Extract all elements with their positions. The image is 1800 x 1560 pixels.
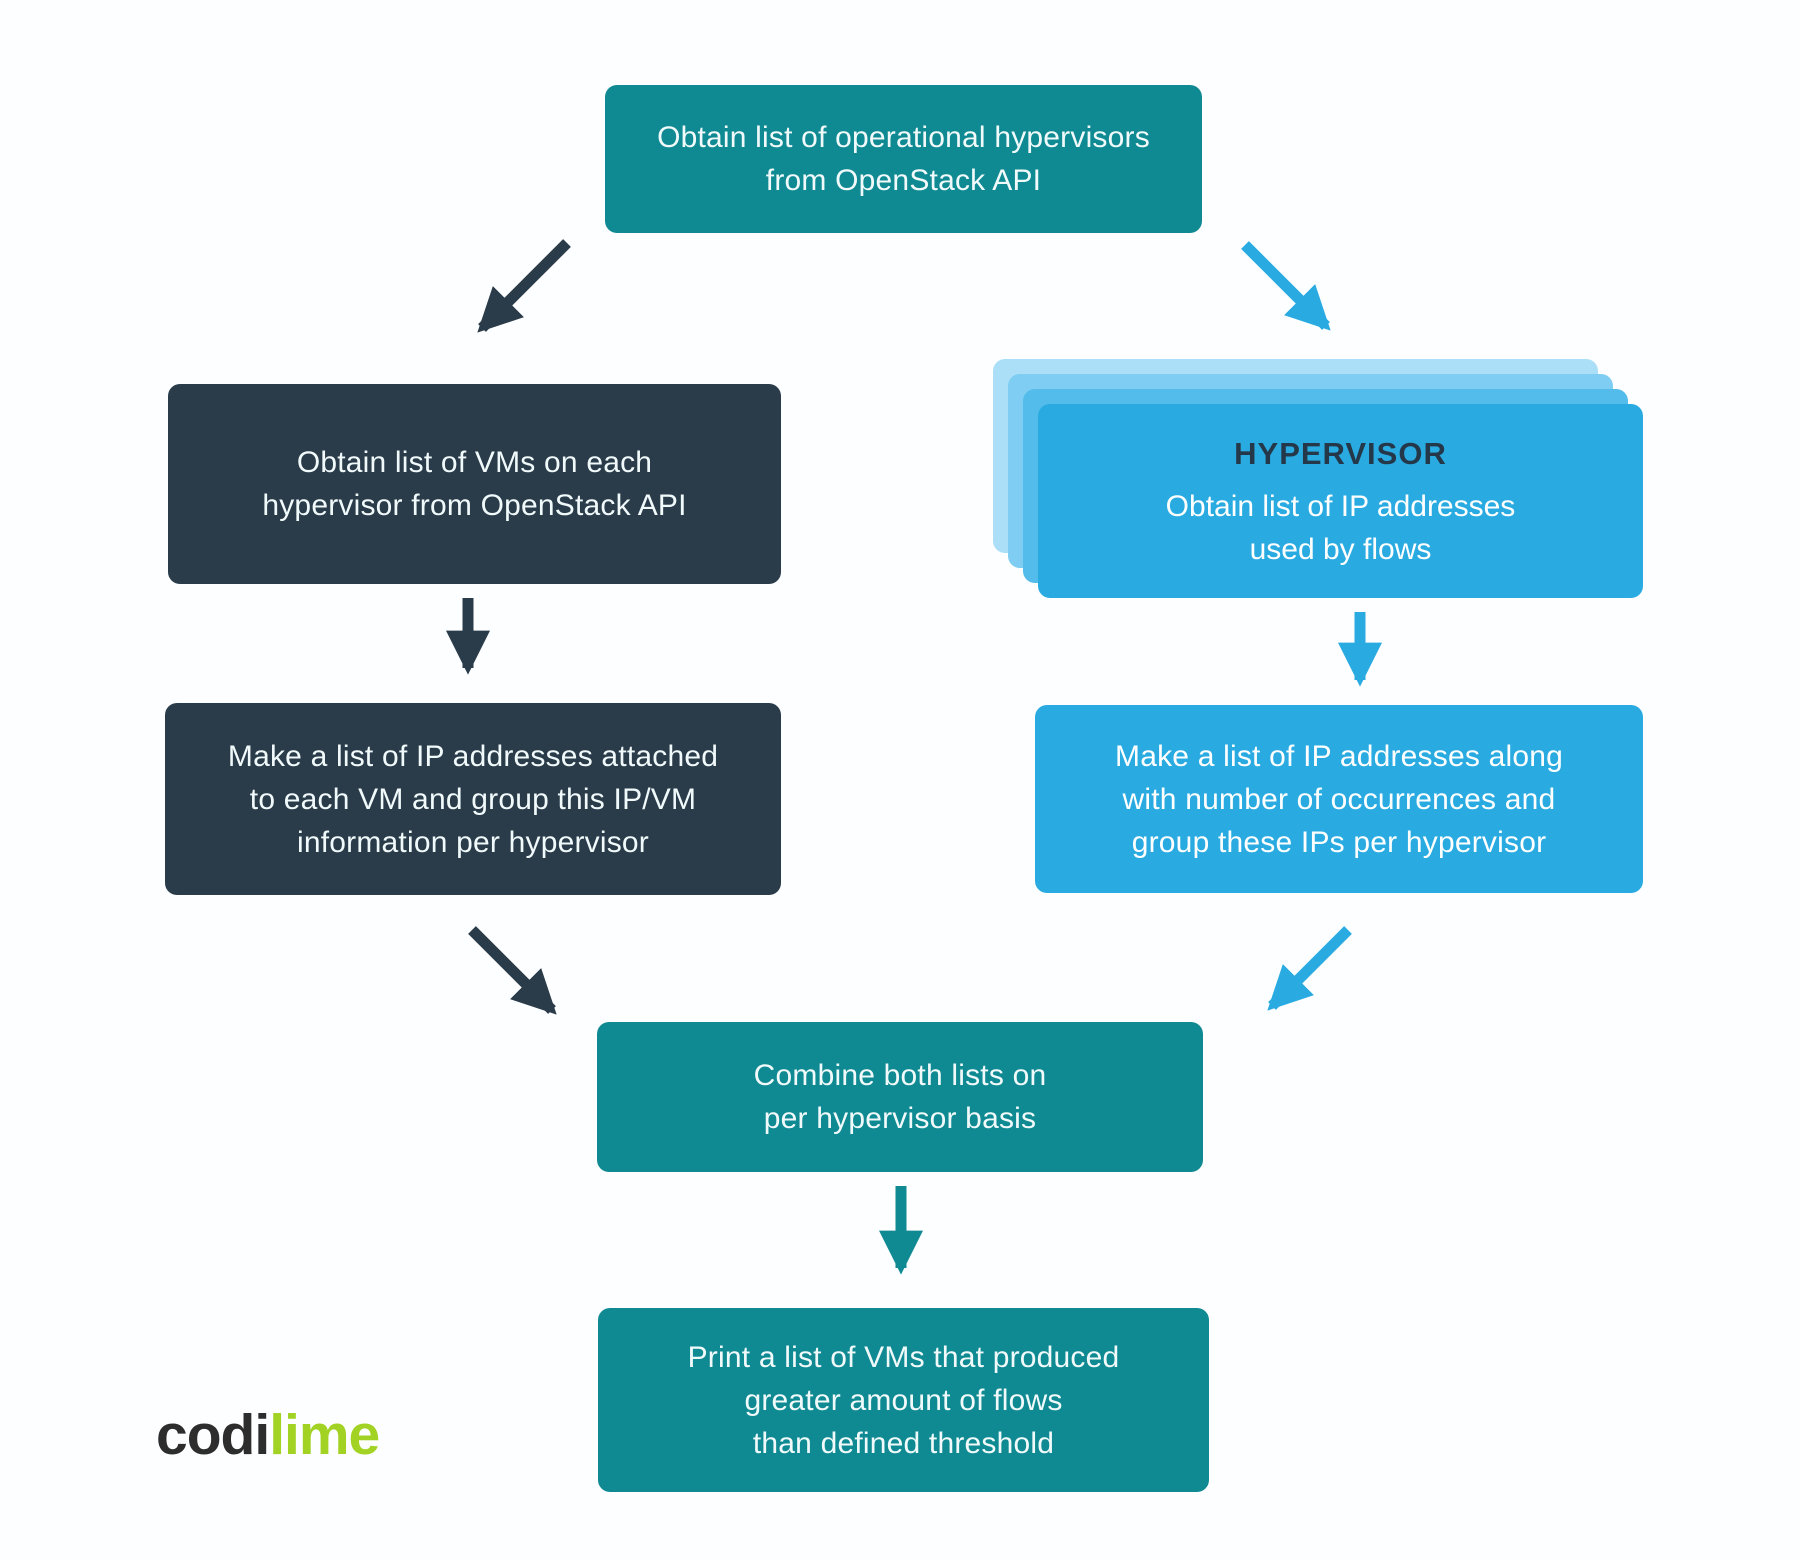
logo-lime: lime: [269, 1403, 380, 1467]
node-text-line: information per hypervisor: [296, 825, 650, 859]
node-text-line: Print a list of VMs that produced: [687, 1340, 1120, 1374]
node-text-line: with number of occurrences and: [1122, 782, 1556, 816]
node-text-line: group these IPs per hypervisor: [1131, 825, 1547, 859]
node-text-line: Obtain list of IP addresses: [1165, 489, 1516, 523]
node-ip-vm-list: Make a list of IP addresses attached to …: [165, 703, 781, 895]
node-text-line: Obtain list of operational hypervisors: [657, 121, 1150, 154]
node-print-vms: Print a list of VMs that produced greate…: [598, 1308, 1209, 1492]
node-obtain-hypervisors: Obtain list of operational hypervisors f…: [605, 85, 1202, 233]
node-text-line: used by flows: [1249, 532, 1432, 566]
arrow-top-to-hypervisor-card: [1241, 241, 1331, 331]
node-obtain-vms: Obtain list of VMs on each hypervisor fr…: [168, 384, 781, 584]
arrow-ip-occurrences-to-combine: [1267, 926, 1352, 1011]
arrow-ip-vm-list-to-combine: [468, 926, 557, 1015]
hypervisor-card-title: HYPERVISOR: [1234, 435, 1447, 471]
logo-codi: codi: [156, 1403, 270, 1467]
node-text-line: Make a list of IP addresses attached: [227, 739, 719, 773]
node-text-line: Make a list of IP addresses along: [1115, 739, 1563, 773]
node-text-line: greater amount of flows: [744, 1383, 1063, 1417]
node-ip-occurrences: Make a list of IP addresses along with n…: [1035, 705, 1643, 893]
codilime-logo: codilime: [156, 1402, 380, 1468]
node-text-line: per hypervisor basis: [763, 1102, 1037, 1135]
node-text-line: hypervisor from OpenStack API: [262, 489, 687, 522]
node-combine-lists: Combine both lists on per hypervisor bas…: [597, 1022, 1203, 1172]
node-text-line: than defined threshold: [752, 1426, 1055, 1460]
node-text-line: from OpenStack API: [765, 164, 1042, 197]
node-hypervisor-card: HYPERVISOR Obtain list of IP addresses u…: [1038, 404, 1643, 598]
arrow-top-to-vms: [477, 239, 571, 333]
node-text-line: to each VM and group this IP/VM: [249, 782, 697, 816]
node-hypervisor-card-stack: HYPERVISOR Obtain list of IP addresses u…: [993, 359, 1643, 598]
node-text-line: Combine both lists on: [753, 1059, 1047, 1092]
node-text-line: Obtain list of VMs on each: [296, 446, 653, 479]
